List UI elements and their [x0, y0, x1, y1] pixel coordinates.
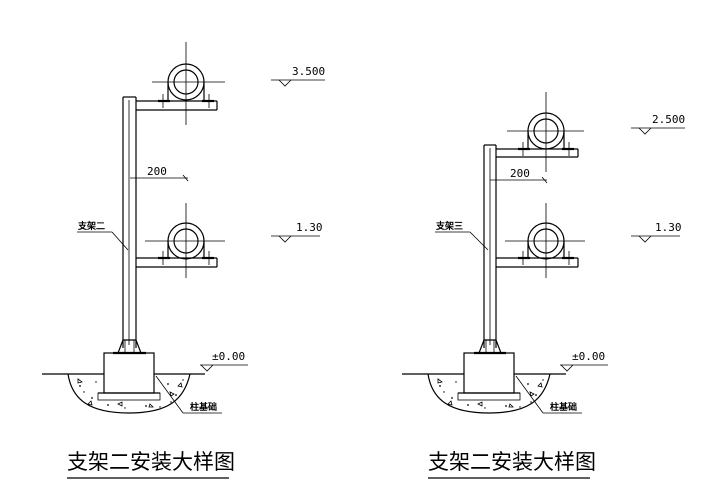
- elevation-mark-mid: 1.30: [631, 221, 682, 243]
- dimension-value: 200: [147, 165, 167, 178]
- concrete-pedestal: [103, 352, 155, 394]
- diagram-title-left: 支架二安装大样图: [67, 450, 235, 479]
- elevation-mid: 1.30: [655, 221, 682, 234]
- pipe-with-clamp-mid: [505, 203, 585, 278]
- support-name: 支架三: [435, 220, 463, 232]
- elevation-top: 3.500: [292, 65, 325, 78]
- elevation-mark-ground: ±0.00: [560, 350, 608, 372]
- concrete-pedestal: [463, 352, 515, 394]
- dimension-value: 200: [510, 167, 530, 180]
- support-diagram-right: 200 支架三 2.500 1.30 ±0.00: [402, 92, 685, 479]
- pipe-with-clamp-top: [152, 42, 225, 125]
- pipe-with-clamp-top: [507, 92, 584, 172]
- elevation-top: 2.500: [652, 113, 685, 126]
- elevation-mark-top: 2.500: [631, 113, 685, 135]
- foundation-label: 柱基础: [155, 375, 222, 414]
- ground-foundation: [402, 373, 566, 414]
- support-name: 支架二: [77, 220, 105, 232]
- title-text: 支架二安装大样图: [67, 450, 235, 474]
- support-label: 支架二: [77, 220, 129, 251]
- foundation-name: 柱基础: [190, 401, 217, 413]
- column-post: [122, 96, 137, 348]
- support-label: 支架三: [435, 220, 489, 251]
- foundation-name: 柱基础: [550, 401, 577, 413]
- support-diagram-left: 200 支架二 3.500 1.30 ±0.00: [42, 42, 325, 479]
- bracket-arm-mid: [496, 257, 579, 268]
- elevation-mark-top: 3.500: [271, 65, 325, 87]
- column-post: [483, 144, 497, 348]
- bracket-arm-top: [496, 148, 579, 158]
- elevation-ground: ±0.00: [212, 350, 245, 363]
- elevation-mark-mid: 1.30: [271, 221, 323, 243]
- foundation-label: 柱基础: [515, 375, 582, 414]
- elevation-mid: 1.30: [296, 221, 323, 234]
- ground-foundation: [42, 373, 205, 414]
- dimension-200: 200: [130, 165, 189, 182]
- pipe-with-clamp-mid: [145, 203, 225, 278]
- elevation-ground: ±0.00: [572, 350, 605, 363]
- dimension-200: 200: [490, 167, 548, 184]
- title-text: 支架二安装大样图: [428, 450, 596, 474]
- diagram-title-right: 支架二安装大样图: [428, 450, 596, 479]
- bracket-arm-top: [136, 100, 218, 111]
- elevation-mark-ground: ±0.00: [200, 350, 248, 372]
- base-plate: [113, 339, 146, 355]
- bracket-arm-mid: [136, 257, 218, 268]
